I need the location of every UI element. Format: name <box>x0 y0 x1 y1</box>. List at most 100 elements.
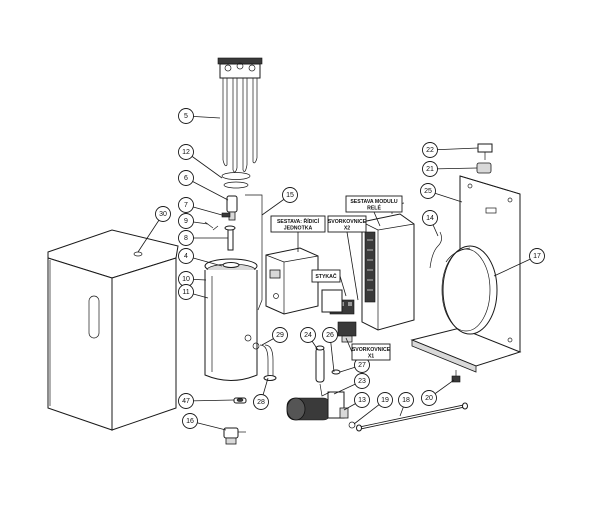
callout-number-22: 22 <box>426 147 434 154</box>
label-relay-module-line1: SESTAVA MODULU <box>350 199 398 205</box>
callout-number-28: 28 <box>257 399 265 406</box>
callout-number-9: 9 <box>184 218 188 225</box>
callout-bubble-17 <box>529 248 545 264</box>
callout-bubble-19 <box>377 392 393 408</box>
clip-drawing <box>233 397 247 404</box>
callout-bubble-47 <box>178 393 194 409</box>
callout-bubble-11 <box>178 284 194 300</box>
water-tank-drawing <box>204 258 258 381</box>
callout-7: 7 <box>178 197 194 213</box>
contactor-drawing <box>321 289 357 343</box>
valve-drawing <box>223 427 246 445</box>
callout-bubble-30 <box>155 206 171 222</box>
callout-24: 24 <box>300 327 316 343</box>
tube-drawing <box>245 194 263 311</box>
heating-element-drawing <box>217 57 263 173</box>
callout-18: 18 <box>398 392 414 408</box>
callout-leader-22 <box>429 147 479 151</box>
callout-bubble-20 <box>421 390 437 406</box>
label-terminal-x2-line2: X2 <box>344 226 350 232</box>
callout-number-17: 17 <box>533 253 541 260</box>
callout-bubble-6 <box>178 170 194 186</box>
label-terminal-x1-line2: X1 <box>368 354 374 360</box>
callout-number-26: 26 <box>326 332 334 339</box>
callout-number-13: 13 <box>358 397 366 404</box>
callout-bubble-23 <box>354 373 370 389</box>
callout-27: 27 <box>354 357 370 373</box>
callout-number-25: 25 <box>424 188 432 195</box>
callout-21: 21 <box>422 161 438 177</box>
fitting-20-drawing <box>451 370 461 383</box>
callout-number-5: 5 <box>184 113 188 120</box>
callout-number-23: 23 <box>358 378 366 385</box>
callout-30: 30 <box>155 206 171 222</box>
callout-bubble-15 <box>282 187 298 203</box>
callout-number-19: 19 <box>381 397 389 404</box>
hose-drawing <box>356 402 468 432</box>
callout-number-30: 30 <box>159 211 167 218</box>
callout-number-7: 7 <box>184 202 188 209</box>
callout-number-20: 20 <box>425 395 433 402</box>
callout-bubble-14 <box>422 210 438 226</box>
callout-bubble-4 <box>178 248 194 264</box>
callout-number-21: 21 <box>426 166 434 173</box>
callout-number-11: 11 <box>182 289 189 296</box>
gasket-drawing <box>221 172 251 189</box>
callout-8: 8 <box>178 230 194 246</box>
callout-28: 28 <box>253 394 269 410</box>
callout-number-47: 47 <box>182 398 190 405</box>
callout-bubble-16 <box>182 413 198 429</box>
callout-bubble-21 <box>422 161 438 177</box>
callout-number-4: 4 <box>184 253 188 260</box>
control-unit-drawing <box>265 247 319 315</box>
callout-number-24: 24 <box>304 332 312 339</box>
callout-12: 12 <box>178 144 194 160</box>
callout-bubble-18 <box>398 392 414 408</box>
callout-number-29: 29 <box>276 332 284 339</box>
callout-25: 25 <box>420 183 436 199</box>
callout-11: 11 <box>178 284 194 300</box>
small-parts-drawing <box>204 212 236 251</box>
label-terminal-x1-line1: SVORKOVNICE <box>352 347 391 353</box>
callout-bubble-8 <box>178 230 194 246</box>
callout-number-27: 27 <box>358 362 366 369</box>
expansion-vessel-drawing <box>441 245 498 335</box>
callout-bubble-13 <box>354 392 370 408</box>
callout-4: 4 <box>178 248 194 264</box>
label-contactor: STYKAČ <box>311 269 341 283</box>
callout-bubble-5 <box>178 108 194 124</box>
callout-number-14: 14 <box>426 215 434 222</box>
callout-29: 29 <box>272 327 288 343</box>
top-right-parts-drawing <box>476 143 493 174</box>
callout-15: 15 <box>282 187 298 203</box>
sensor-drawing <box>226 195 238 221</box>
callout-bubble-22 <box>422 142 438 158</box>
wire-drawing <box>429 231 442 269</box>
callout-number-18: 18 <box>402 397 410 404</box>
callout-26: 26 <box>322 327 338 343</box>
callout-number-15: 15 <box>286 192 294 199</box>
label-terminal-x2: SVORKOVNICE X2 <box>327 215 367 233</box>
callout-number-6: 6 <box>184 175 188 182</box>
callout-5: 5 <box>178 108 194 124</box>
callout-47: 47 <box>178 393 194 409</box>
callout-17: 17 <box>529 248 545 264</box>
fittings-drawing <box>252 342 277 381</box>
callout-13: 13 <box>354 392 370 408</box>
callout-19: 19 <box>377 392 393 408</box>
callout-bubble-24 <box>300 327 316 343</box>
callout-bubble-12 <box>178 144 194 160</box>
label-control-unit: SESTAVA: ŘÍDICÍ JEDNOTKA <box>270 215 326 233</box>
callout-22: 22 <box>422 142 438 158</box>
callout-bubble-28 <box>253 394 269 410</box>
callout-20: 20 <box>421 390 437 406</box>
casing-cover-drawing <box>47 229 179 431</box>
callout-14: 14 <box>422 210 438 226</box>
diagram-labels: SESTAVA: ŘÍDICÍ JEDNOTKA SVORKOVNICE X2 … <box>270 195 403 361</box>
label-control-unit-line2: JEDNOTKA <box>284 226 313 232</box>
label-control-unit-line1: SESTAVA: ŘÍDICÍ <box>277 217 320 225</box>
callout-bubble-26 <box>322 327 338 343</box>
